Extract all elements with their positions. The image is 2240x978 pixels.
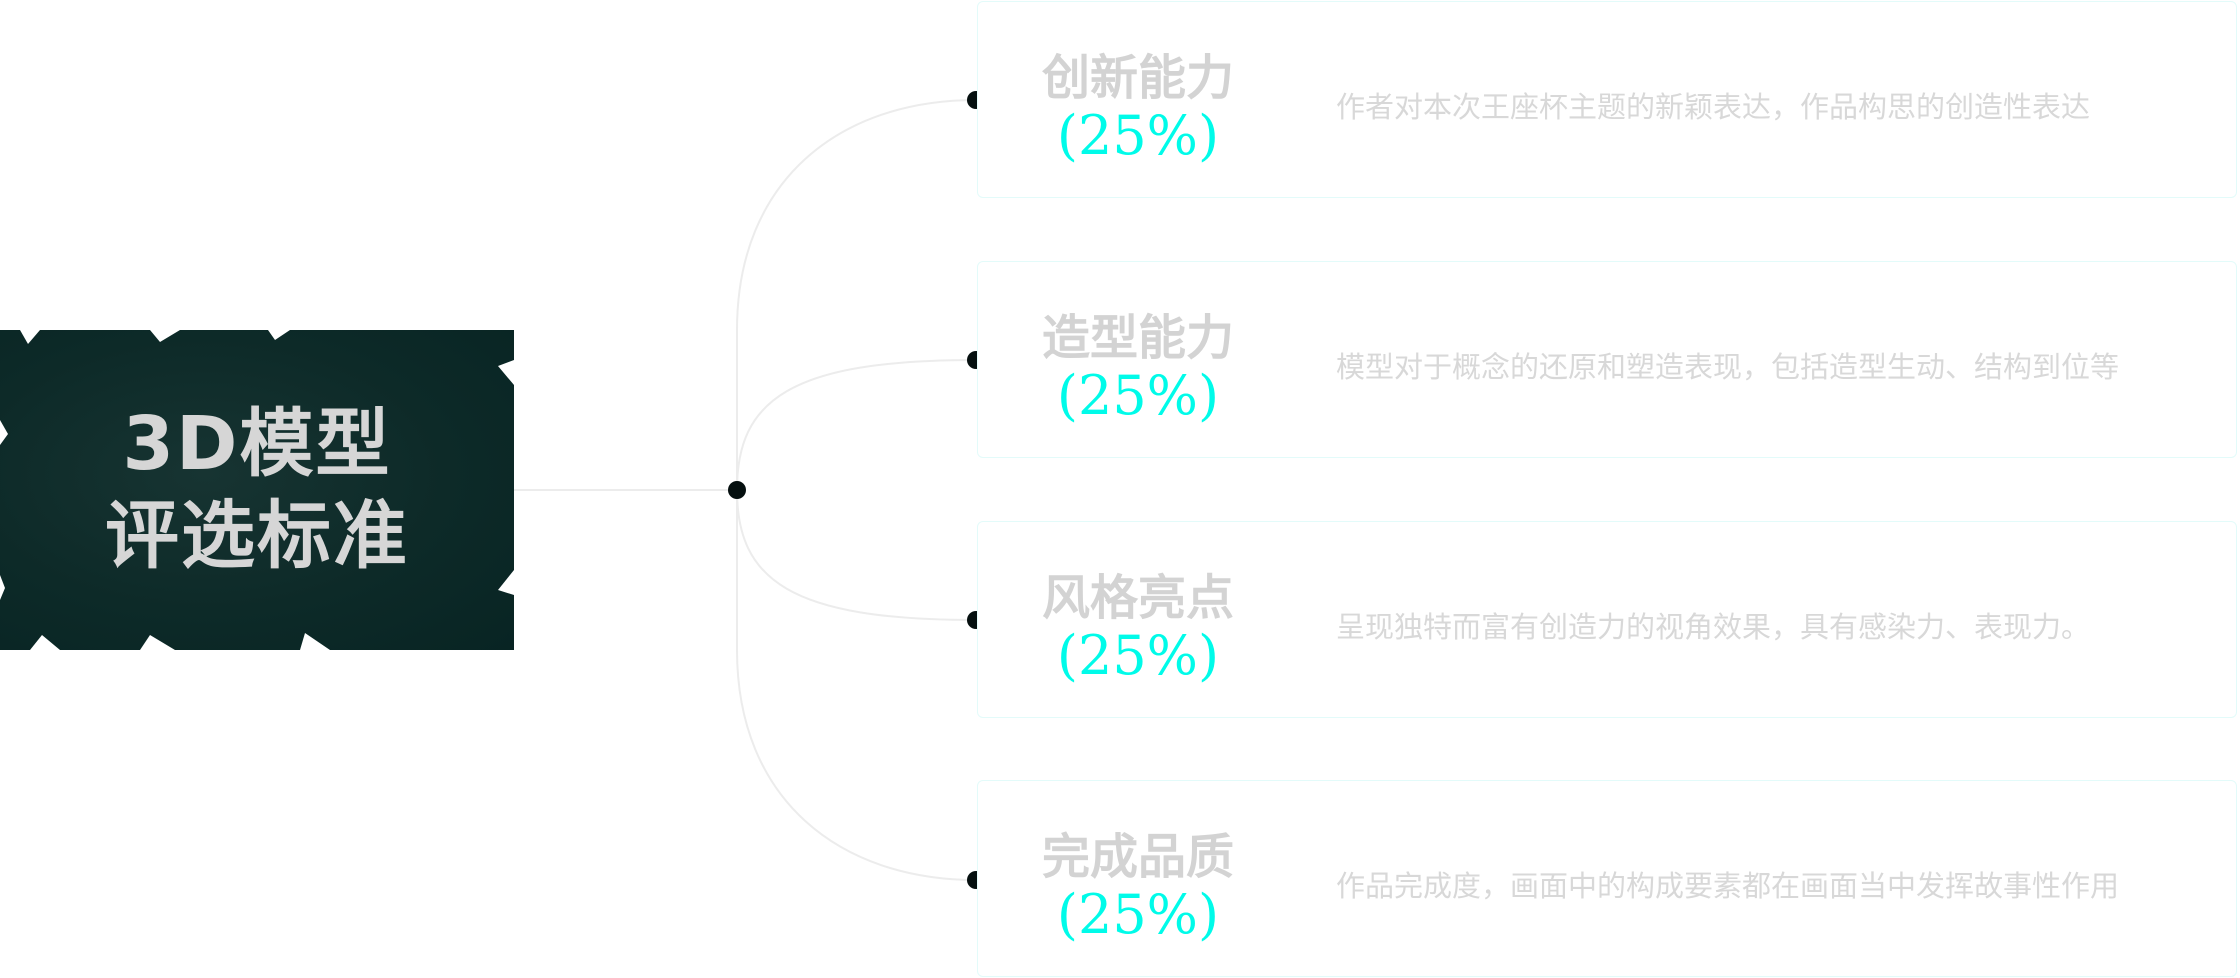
criterion-description: 呈现独特而富有创造力的视角效果，具有感染力、表现力。 (1336, 610, 2091, 644)
criterion-name: 完成品质 (1041, 829, 1234, 885)
criterion-name: 风格亮点 (1041, 570, 1234, 626)
criterion-weight: (25%) (1056, 104, 1220, 167)
connector-1 (736, 99, 977, 490)
criterion-description: 作者对本次王座杯主题的新颖表达，作品构思的创造性表达 (1336, 90, 2091, 124)
connector-4 (736, 490, 977, 881)
criterion-name: 造型能力 (1041, 310, 1234, 366)
criterion-card-innovation: 创新能力 (25%) 作者对本次王座杯主题的新颖表达，作品构思的创造性表达 (977, 1, 2237, 198)
hub-dot (728, 481, 746, 499)
root-node: 3D模型 评选标准 (0, 330, 514, 650)
criterion-weight: (25%) (1056, 624, 1220, 687)
connector-2 (736, 359, 977, 491)
criterion-card-quality: 完成品质 (25%) 作品完成度，画面中的构成要素都在画面当中发挥故事性作用 (977, 780, 2237, 977)
criterion-weight: (25%) (1056, 364, 1220, 427)
criterion-weight: (25%) (1056, 883, 1220, 946)
criterion-card-style: 风格亮点 (25%) 呈现独特而富有创造力的视角效果，具有感染力、表现力。 (977, 521, 2237, 718)
root-title: 3D模型 评选标准 (0, 330, 514, 650)
root-title-line1: 3D模型 (122, 401, 392, 487)
criterion-description: 作品完成度，画面中的构成要素都在画面当中发挥故事性作用 (1336, 869, 2120, 903)
root-title-line2: 评选标准 (105, 493, 409, 579)
criterion-card-modeling: 造型能力 (25%) 模型对于概念的还原和塑造表现，包括造型生动、结构到位等 (977, 261, 2237, 458)
connector-3 (736, 489, 977, 621)
criterion-name: 创新能力 (1041, 50, 1234, 106)
torn-edge-decoration (0, 330, 514, 650)
criterion-description: 模型对于概念的还原和塑造表现，包括造型生动、结构到位等 (1336, 350, 2120, 384)
